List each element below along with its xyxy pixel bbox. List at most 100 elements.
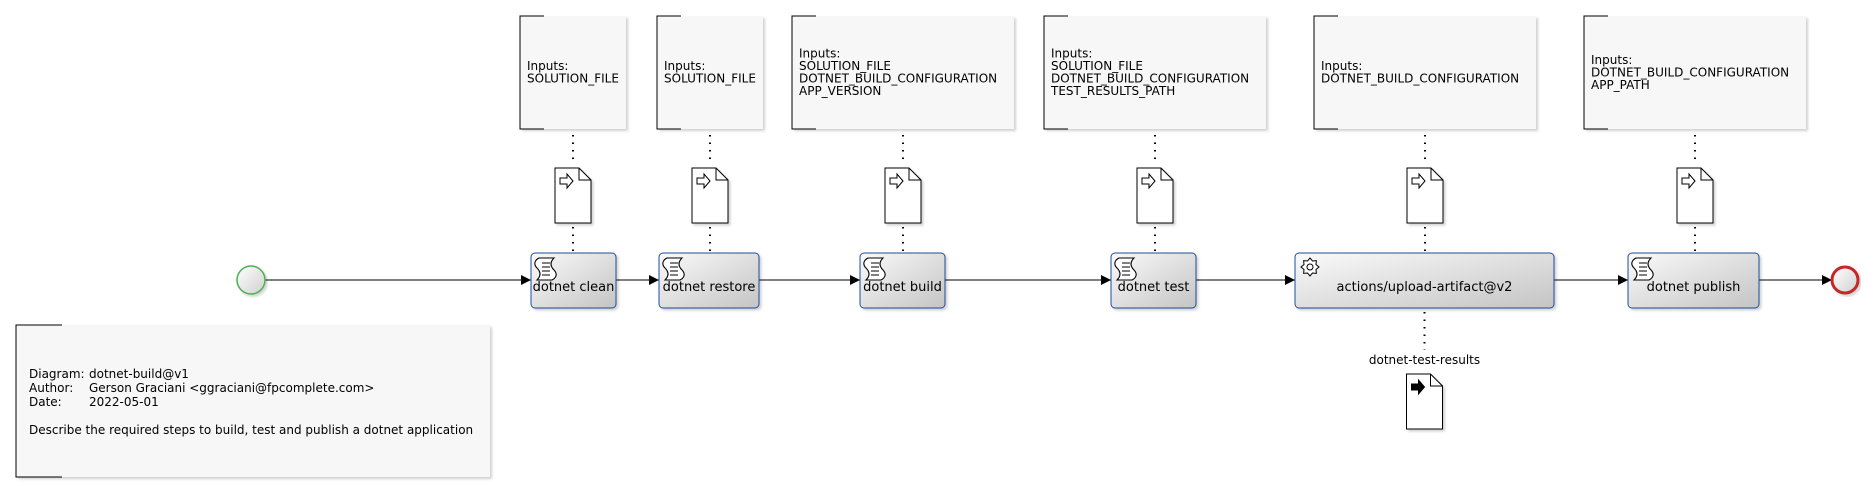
task-box (1294, 252, 1555, 309)
task-clean: dotnet clean (530, 252, 617, 309)
info-date-label: Date: (29, 395, 62, 409)
script-icon (1631, 257, 1654, 281)
script-icon (863, 257, 886, 281)
task-upload: actions/upload-artifact@v2 (1294, 252, 1555, 309)
task-publish: dotnet publish (1627, 252, 1760, 309)
inputs-header: Inputs: (527, 59, 568, 73)
info-description: Describe the required steps to build, te… (29, 423, 473, 437)
nodes-layer: dotnet clean dotnet restore dotnet build do… (236, 167, 1860, 430)
data-object-fold (578, 168, 591, 181)
annotation-bracket (1313, 15, 1338, 130)
data-object-fold (1430, 374, 1443, 387)
annotations-layer: Inputs:SOLUTION_FILEInputs:SOLUTION_FILE… (519, 15, 1806, 130)
input-name: APP_PATH (1591, 78, 1650, 92)
data-input-arrow-icon (696, 172, 711, 190)
input-name: DOTNET_BUILD_CONFIGURATION (1051, 72, 1249, 86)
annotation-bracket (1043, 15, 1068, 130)
inputs-annotation-publish: Inputs:DOTNET_BUILD_CONFIGURATIONAPP_PAT… (1583, 15, 1806, 130)
annotation-background (520, 16, 626, 129)
inputs-annotation-build: Inputs:SOLUTION_FILEDOTNET_BUILD_CONFIGU… (791, 15, 1014, 130)
task-restore: dotnet restore (658, 252, 760, 309)
input-name: TEST_RESULTS_PATH (1050, 84, 1175, 98)
inputs-header: Inputs: (664, 59, 705, 73)
task-box (658, 252, 760, 309)
data-output-upload (1406, 373, 1443, 430)
info-author-value: Gerson Graciani <ggraciani@fpcomplete.co… (89, 381, 374, 395)
data-input-arrow-icon (1681, 172, 1696, 190)
task-label: dotnet publish (1647, 280, 1741, 295)
data-input-arrow-icon (889, 172, 904, 190)
data-input-arrow-icon (559, 172, 574, 190)
inputs-annotation-test: Inputs:SOLUTION_FILEDOTNET_BUILD_CONFIGU… (1043, 15, 1266, 130)
annotation-bracket (791, 15, 816, 130)
data-object-body (1406, 167, 1444, 224)
task-test: dotnet test (1110, 252, 1197, 309)
task-label: actions/upload-artifact@v2 (1337, 280, 1513, 295)
data-object-fold (1700, 168, 1713, 181)
input-name: DOTNET_BUILD_CONFIGURATION (1591, 65, 1789, 79)
data-object-body (1676, 167, 1714, 224)
annotation-bracket (656, 15, 681, 130)
gear-icon (1300, 257, 1320, 277)
annotation-background (1044, 16, 1266, 129)
info-author-label: Author: (29, 381, 73, 395)
data-input-arrow-icon (1141, 172, 1156, 190)
task-build: dotnet build (859, 252, 946, 309)
data-input-publish (1676, 167, 1714, 224)
annotation-background (792, 16, 1014, 129)
data-object-fold (1430, 168, 1443, 181)
data-input-restore (691, 167, 729, 224)
annotation-background (1584, 16, 1806, 129)
info-annotation-bracket (15, 324, 62, 478)
data-object-fold (1160, 168, 1173, 181)
end-event (1830, 265, 1860, 295)
annotation-background (657, 16, 763, 129)
inputs-header: Inputs: (1591, 53, 1632, 67)
connectors-layer (265, 135, 1832, 350)
script-icon (1114, 257, 1137, 281)
annotation-bracket (519, 15, 544, 130)
script-icon (662, 257, 685, 281)
data-input-test (1136, 167, 1174, 224)
data-input-upload (1406, 167, 1444, 224)
info-date-value: 2022-05-01 (89, 395, 159, 409)
data-input-clean (554, 167, 592, 224)
input-name: APP_VERSION (799, 84, 881, 98)
task-label: dotnet clean (533, 280, 615, 295)
task-label: dotnet restore (663, 280, 756, 295)
task-box (1627, 252, 1760, 309)
input-name: SOLUTION_FILE (664, 72, 756, 86)
data-object-body (1136, 167, 1174, 224)
input-name: SOLUTION_FILE (799, 59, 891, 73)
data-object-fold (715, 168, 728, 181)
task-label: dotnet test (1118, 280, 1190, 295)
inputs-header: Inputs: (799, 47, 840, 61)
data-object-body (884, 167, 922, 224)
inputs-annotation-restore: Inputs:SOLUTION_FILE (656, 15, 763, 130)
task-label: dotnet build (863, 280, 942, 295)
info-annotation-background (16, 325, 490, 477)
script-icon (534, 257, 557, 281)
inputs-header: Inputs: (1051, 47, 1092, 61)
data-object-body (554, 167, 592, 224)
inputs-annotation-clean: Inputs:SOLUTION_FILE (519, 15, 626, 130)
data-output-arrow-icon (1411, 378, 1426, 396)
info-diagram-value: dotnet-build@v1 (89, 367, 189, 381)
info-diagram-label: Diagram: (29, 367, 85, 381)
input-name: DOTNET_BUILD_CONFIGURATION (799, 72, 997, 86)
input-name: SOLUTION_FILE (1051, 59, 1143, 73)
data-object-body (691, 167, 729, 224)
inputs-annotation-upload: Inputs:DOTNET_BUILD_CONFIGURATION (1313, 15, 1536, 130)
input-name: DOTNET_BUILD_CONFIGURATION (1321, 72, 1519, 86)
input-name: SOLUTION_FILE (527, 72, 619, 86)
data-object-fold (908, 168, 921, 181)
annotation-bracket (1583, 15, 1608, 130)
data-input-arrow-icon (1411, 172, 1426, 190)
start-event (236, 265, 266, 295)
data-object-body (1406, 373, 1443, 430)
diagram-info-annotation: Diagram: dotnet-build@v1 Author: Gerson … (15, 324, 490, 478)
inputs-header: Inputs: (1321, 59, 1362, 73)
data-output-label: dotnet-test-results (1369, 353, 1480, 367)
data-input-build (884, 167, 922, 224)
